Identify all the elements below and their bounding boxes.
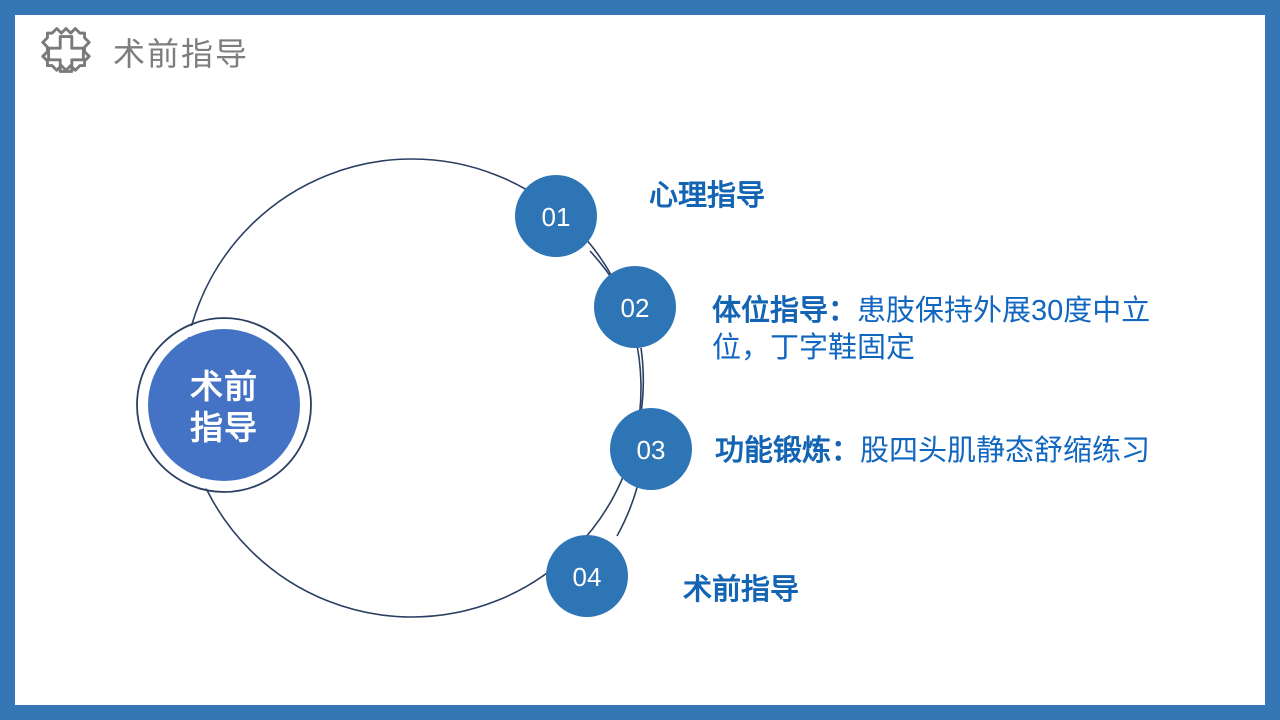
process-node-02[interactable]: 02 <box>594 266 676 348</box>
step-02-title: 体位指导： <box>712 295 858 327</box>
node-03-number: 03 <box>637 435 666 465</box>
step-01-callout: 心理指导 <box>649 178 1069 215</box>
step-04-callout: 术前指导 <box>683 572 1103 609</box>
step-01-title: 心理指导 <box>649 180 766 212</box>
step-02-body: 患肢保持外展30度中立位，丁字鞋固定 <box>712 295 1151 365</box>
medical-cross-quatrefoil-icon <box>41 27 91 73</box>
circular-process-diagram: 术前 指导 01 02 03 04 <box>136 158 692 618</box>
step-02-callout: 体位指导：患肢保持外展30度中立位，丁字鞋固定 <box>712 293 1192 367</box>
hub-white-ring <box>138 319 310 491</box>
hub-label-line2: 指导 <box>190 409 258 446</box>
node-01-circle <box>515 175 597 257</box>
node-02-number: 02 <box>621 293 650 323</box>
step-03-title: 功能锻炼： <box>715 435 861 467</box>
node-04-circle <box>546 535 628 617</box>
slide-content-area: 术前指导 术前 指导 01 <box>15 15 1265 705</box>
slide-header: 术前指导 <box>37 25 249 83</box>
hub-label-line1: 术前 <box>190 368 258 405</box>
node-02-circle <box>594 266 676 348</box>
step-03-body: 股四头肌静态舒缩练习 <box>860 435 1151 467</box>
page-title: 术前指导 <box>113 36 250 72</box>
process-node-03[interactable]: 03 <box>610 408 692 490</box>
process-node-01[interactable]: 01 <box>515 175 597 257</box>
node-04-number: 04 <box>573 562 602 592</box>
node-03-circle <box>610 408 692 490</box>
hub-core-circle <box>148 329 300 481</box>
node-01-number: 01 <box>542 202 571 232</box>
step-04-title: 术前指导 <box>683 574 800 606</box>
diagram-hub[interactable]: 术前 指导 <box>136 317 312 493</box>
hub-outer-ring <box>136 317 312 493</box>
step-03-callout: 功能锻炼：股四头肌静态舒缩练习 <box>715 433 1205 470</box>
process-node-04[interactable]: 04 <box>546 535 628 617</box>
